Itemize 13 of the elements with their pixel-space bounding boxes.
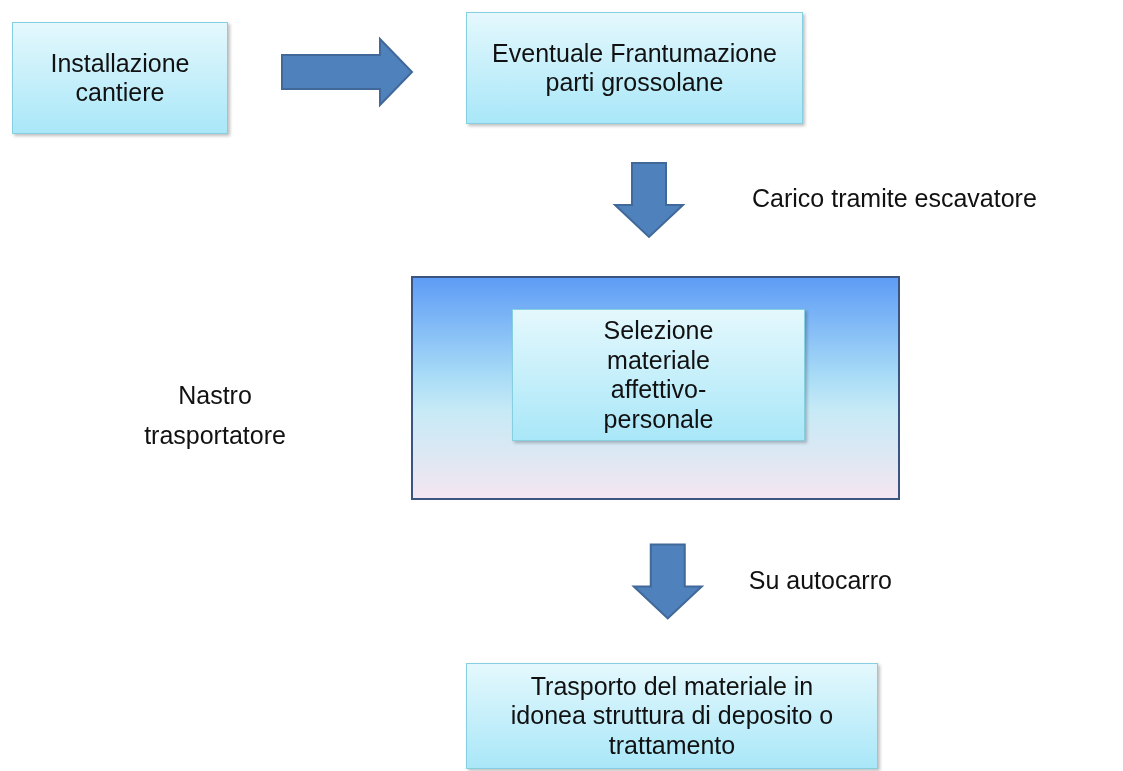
process-box — [466, 663, 878, 769]
step-text: Selezione materiale affettivo-personale — [602, 316, 715, 434]
block-arrow — [281, 36, 414, 108]
side-label: Nastro trasportatore — [143, 380, 287, 451]
process-box — [512, 309, 805, 441]
process-box — [466, 12, 803, 124]
step-text: Eventuale Frantumazione parti grossolane — [491, 38, 778, 98]
step-text: Trasporto del materiale in idonea struttura di deposito o trattamento — [509, 671, 835, 761]
block-arrow — [612, 162, 686, 239]
step-text: Installazione cantiere — [49, 48, 191, 108]
block-arrow — [631, 543, 705, 620]
process-box — [12, 22, 228, 134]
conveyor-band — [411, 276, 900, 500]
